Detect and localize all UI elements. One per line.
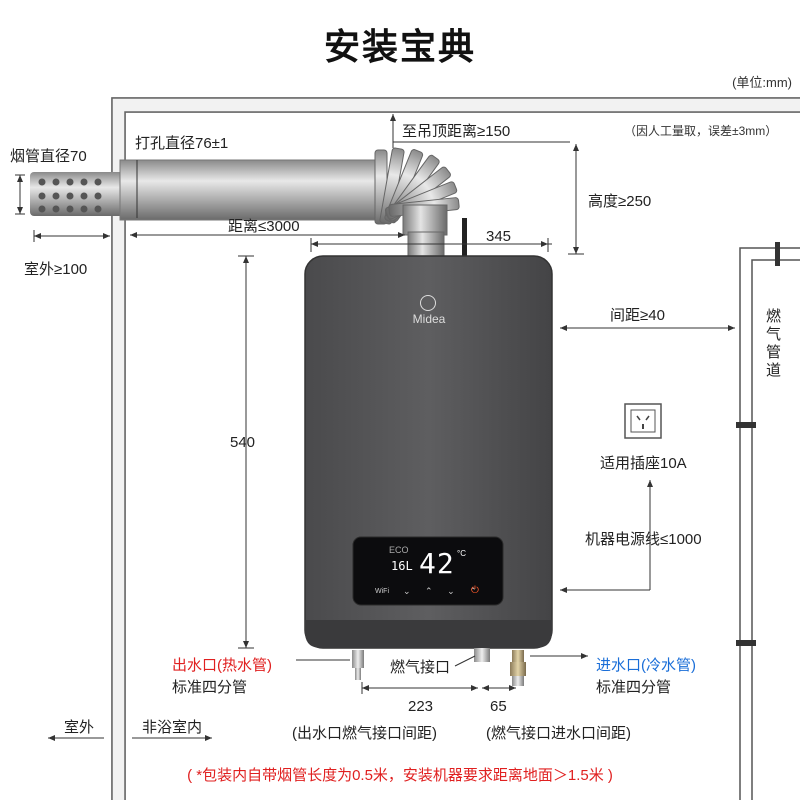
- wifi-label: WiFi: [375, 588, 389, 595]
- outdoor-label: 室外: [64, 719, 95, 736]
- gas-pipe-label: 燃气管道: [766, 308, 782, 379]
- width-345-label: 345: [486, 228, 512, 245]
- ceiling-distance-label: 至吊顶距离≥150: [402, 123, 511, 140]
- flue-pipe: [30, 147, 467, 261]
- flue-diameter-label: 烟管直径70: [10, 148, 87, 165]
- distance-3000-label: 距离≤3000: [228, 218, 300, 235]
- temperature-readout: 42: [419, 547, 455, 580]
- height-540-label: 540: [230, 434, 256, 451]
- celsius-label: °C: [457, 549, 466, 558]
- gas-pipe: [736, 242, 800, 800]
- socket-icon: [624, 403, 662, 439]
- power-cord-label: 机器电源线≤1000: [585, 531, 702, 548]
- display-panel: ECO 16L 42 °C WiFi ⌄ ⌃ ⌄ ⌃ ⏻: [353, 537, 503, 605]
- spacing-40-label: 间距≥40: [610, 307, 665, 324]
- dimension-arrows: [17, 114, 735, 741]
- power-icon[interactable]: ⏻: [471, 585, 479, 596]
- dim-65-label: 65: [490, 698, 507, 715]
- hole-diameter-label: 打孔直径76±1: [135, 135, 229, 152]
- gas-inlet-label: 燃气接口: [390, 659, 451, 676]
- indoor-label: 非浴室内: [142, 719, 203, 736]
- eco-label: ECO: [389, 545, 409, 555]
- dimension-lines: [15, 114, 735, 739]
- hot-outlet-std-label: 标准四分管: [172, 679, 248, 696]
- pipe-fittings: [352, 648, 526, 686]
- left-wall: [112, 98, 125, 800]
- outdoor-100-label: 室外≥100: [24, 261, 88, 278]
- hot-outlet-label: 出水口(热水管): [172, 657, 272, 674]
- measure-note: （因人工量取，误差±3mm）: [624, 124, 778, 138]
- midea-logo: Midea: [404, 295, 454, 326]
- page-title: 安装宝典: [323, 26, 476, 67]
- ceiling: [112, 98, 800, 112]
- control-buttons[interactable]: ⌄ ⌃ ⌄ ⌃: [403, 586, 483, 596]
- cold-inlet-label: 进水口(冷水管): [596, 657, 696, 674]
- unit-label: (单位:mm): [732, 75, 792, 90]
- dim-223-desc: (出水口燃气接口间距): [292, 725, 437, 742]
- dim-223-label: 223: [408, 698, 434, 715]
- flow-readout: 16L: [391, 559, 413, 573]
- footnote: ( *包装内自带烟管长度为0.5米，安装机器要求距离地面＞1.5米 ): [187, 767, 613, 784]
- height-label: 高度≥250: [588, 193, 652, 210]
- socket-label: 适用插座10A: [600, 455, 687, 472]
- cold-inlet-std-label: 标准四分管: [596, 679, 672, 696]
- water-heater-body: [304, 255, 553, 649]
- dim-65-desc: (燃气接口进水口间距): [486, 725, 631, 742]
